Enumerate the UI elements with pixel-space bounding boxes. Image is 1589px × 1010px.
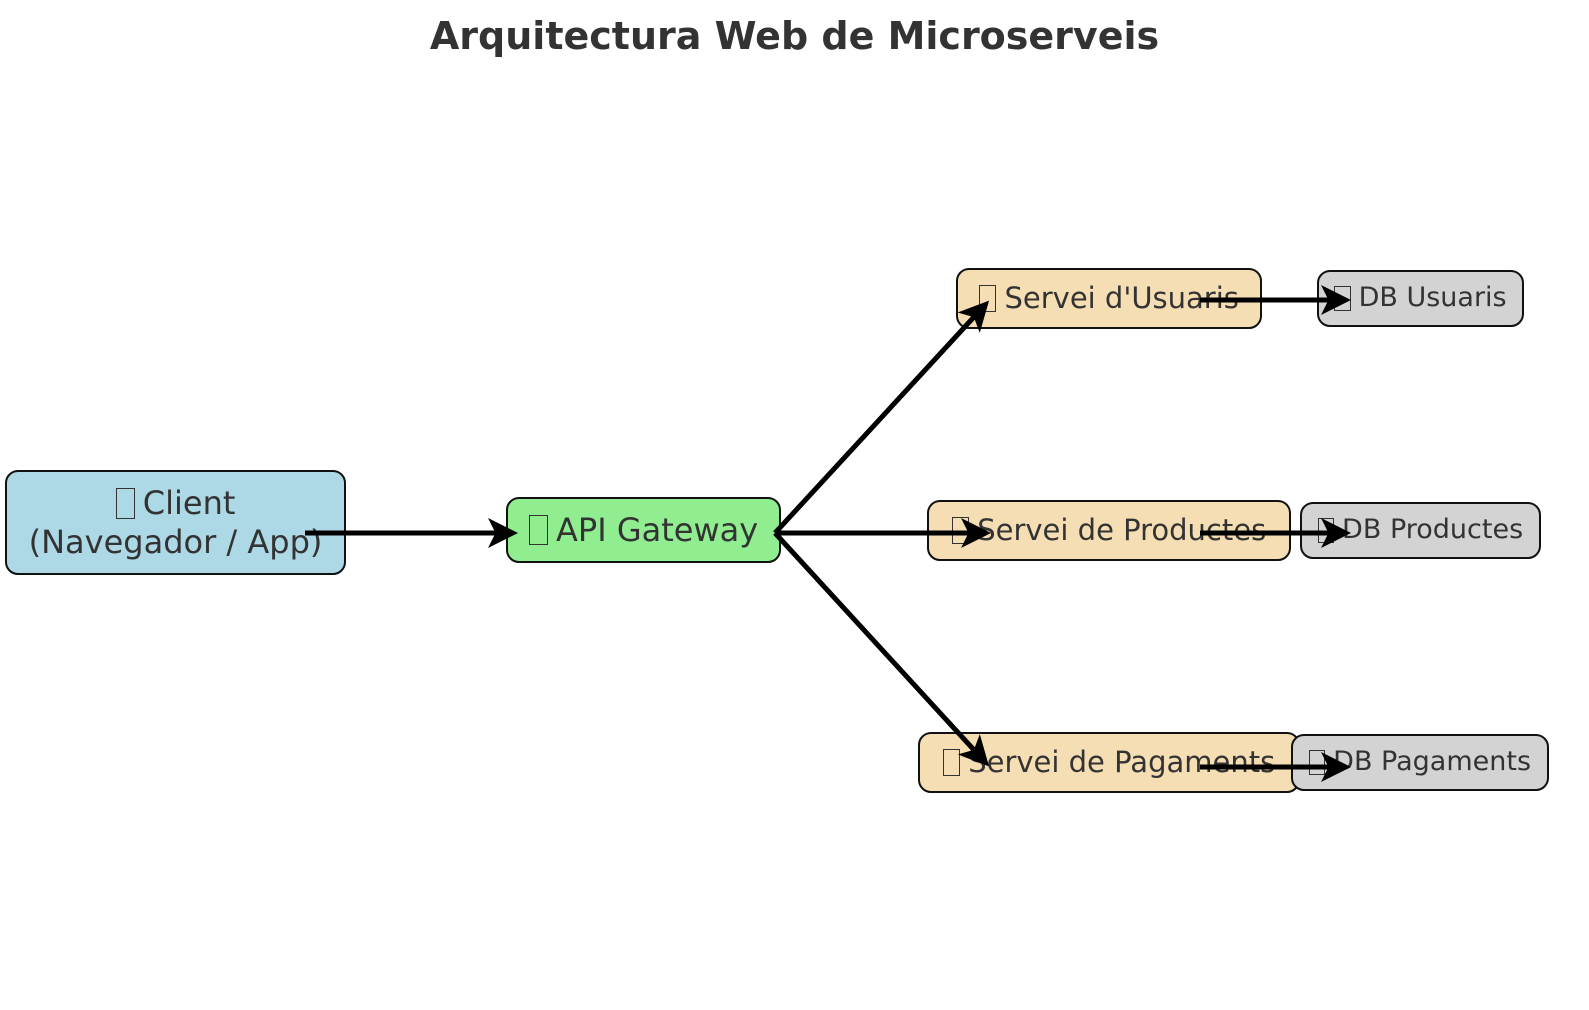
api-gateway-node: API Gateway [506, 497, 781, 563]
users-db-label: DB Usuaris [1358, 282, 1507, 314]
users-db-node: DB Usuaris [1317, 270, 1524, 327]
client-label: Client [142, 484, 236, 523]
users-service-label: Servei d'Usuaris [1004, 281, 1239, 316]
users-service-node: Servei d'Usuaris [956, 268, 1262, 329]
missing-glyph-icon [115, 488, 135, 519]
arrow-gateway-to-svc-payments [773, 531, 990, 767]
products-service-label: Servei de Productes [977, 513, 1267, 548]
products-db-node: DB Productes [1300, 502, 1541, 559]
arrow-gateway-to-svc-users [773, 300, 990, 535]
products-db-label: DB Productes [1342, 514, 1524, 546]
api-gateway-label: API Gateway [556, 510, 759, 549]
missing-glyph-icon [528, 514, 549, 546]
diagram-title: Arquitectura Web de Microserveis [429, 14, 1160, 58]
payments-db-label: DB Pagaments [1333, 746, 1532, 778]
client-node: Client (Navegador / App) [5, 470, 346, 575]
client-sublabel: (Navegador / App) [28, 522, 323, 561]
payments-service-label: Servei de Pagaments [968, 745, 1276, 780]
payments-db-node: DB Pagaments [1291, 734, 1549, 791]
